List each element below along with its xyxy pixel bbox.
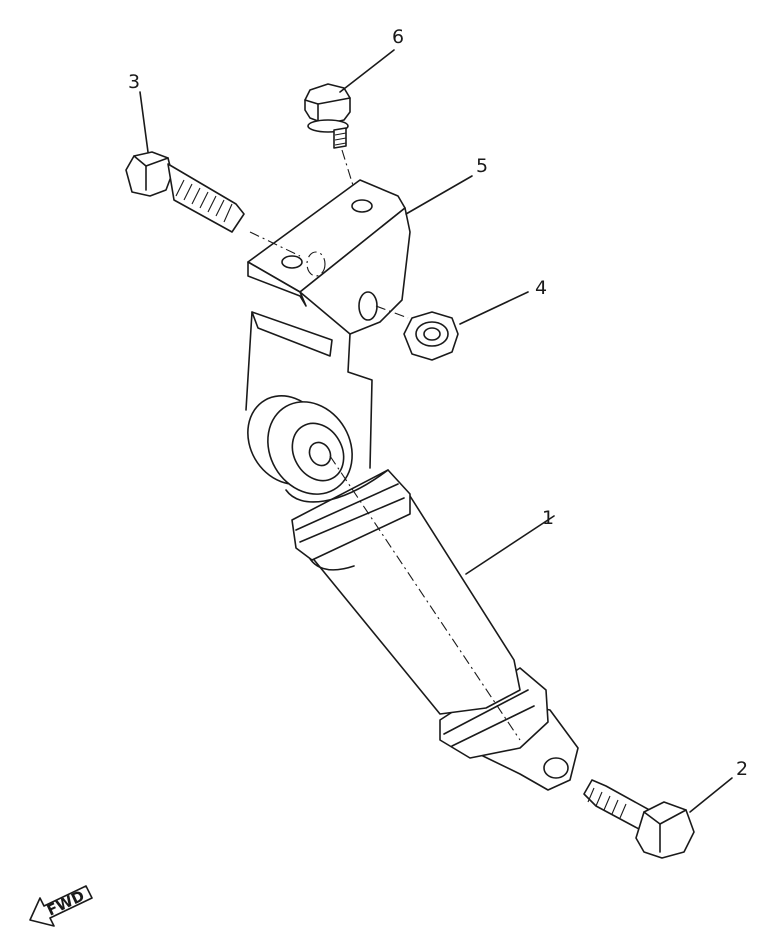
fwd-arrow: FWD [29, 885, 93, 927]
callout-6: 6 [392, 26, 404, 48]
callout-2: 2 [736, 758, 748, 780]
callout-4: 4 [535, 277, 547, 299]
part-2-lower-bolt [583, 777, 733, 859]
part-3-upper-bolt [125, 91, 301, 257]
part-5-bracket [245, 175, 473, 469]
part-1-shock-absorber [247, 395, 579, 791]
fwd-label: FWD [44, 887, 87, 920]
part-4-nut [375, 291, 529, 361]
callout-5: 5 [476, 155, 488, 177]
callout-1: 1 [542, 507, 554, 529]
callout-3: 3 [128, 71, 140, 93]
part-6-bracket-bolt [304, 83, 361, 209]
